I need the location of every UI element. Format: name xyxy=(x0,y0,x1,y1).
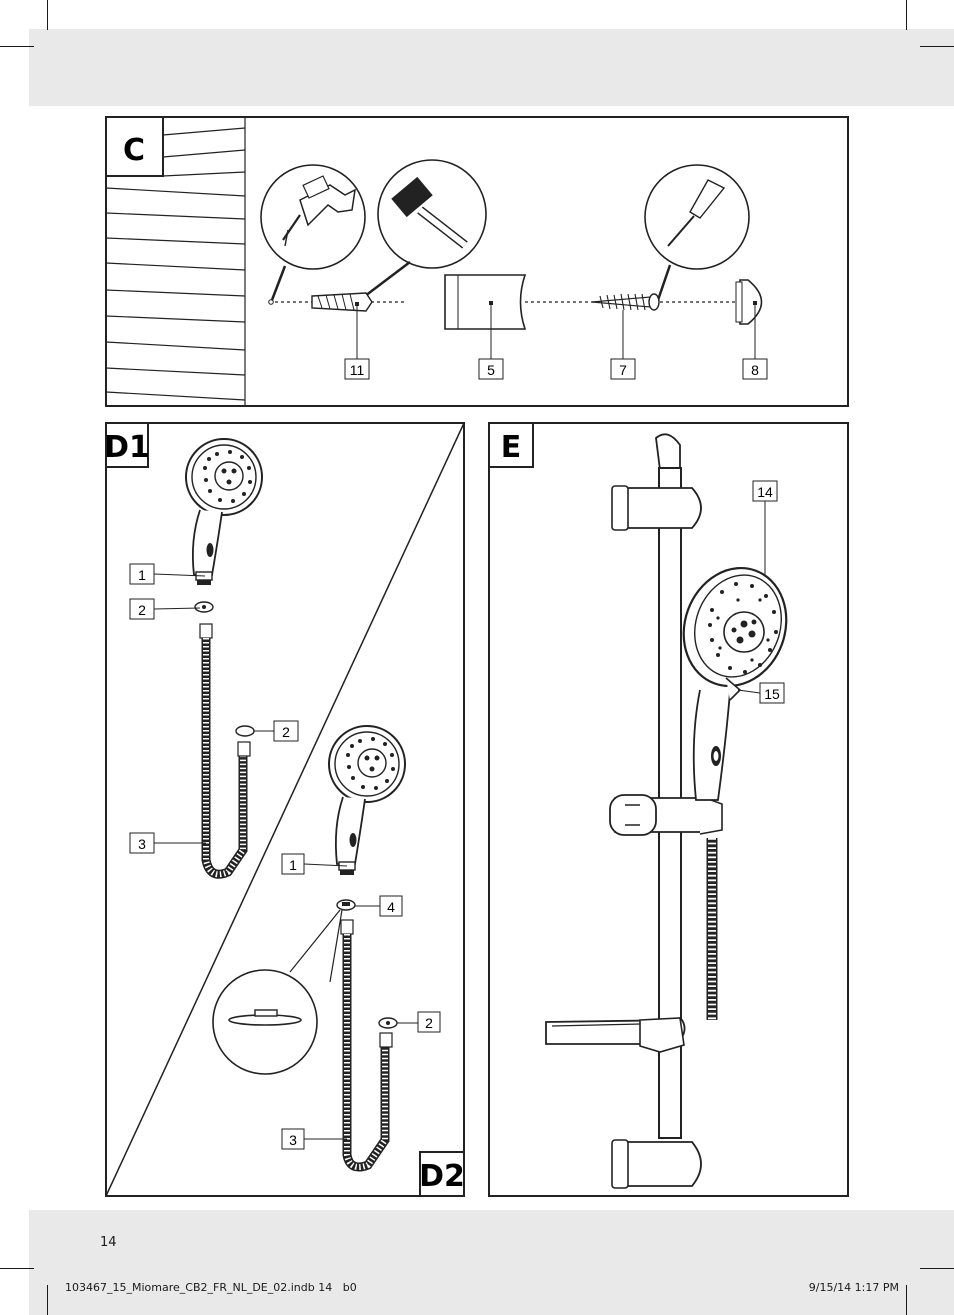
slider-holder xyxy=(609,794,723,836)
svg-text:14: 14 xyxy=(757,484,773,500)
screwdriver-icon xyxy=(644,164,750,301)
svg-text:2: 2 xyxy=(425,1015,433,1031)
slug-file-info: 103467_15_Miomare_CB2_FR_NL_DE_02.indb 1… xyxy=(65,1281,357,1294)
svg-text:3: 3 xyxy=(289,1132,297,1148)
crop-mark xyxy=(47,0,48,30)
label-box: 15 xyxy=(759,682,785,704)
label-box: 11 xyxy=(344,358,370,380)
crop-mark xyxy=(920,1268,954,1269)
hand-shower-d2 xyxy=(328,725,406,875)
bottom-gray-band xyxy=(29,1210,954,1315)
svg-text:4: 4 xyxy=(387,899,395,915)
crop-mark xyxy=(47,1285,48,1315)
panel-d1-letter: D1 xyxy=(104,430,150,465)
label-box: 2 xyxy=(417,1011,441,1033)
label-box: 8 xyxy=(742,358,768,380)
drill-icon xyxy=(260,164,366,301)
svg-text:5: 5 xyxy=(487,362,495,378)
page-number: 14 xyxy=(100,1235,117,1250)
label-box: 2 xyxy=(273,720,299,742)
hose-d1 xyxy=(199,623,251,879)
panel-c: C xyxy=(105,116,849,407)
svg-text:1: 1 xyxy=(289,857,297,873)
panel-e-letter: E xyxy=(501,430,522,465)
soap-dish xyxy=(545,1017,686,1053)
panel-d2-letter: D2 xyxy=(419,1159,465,1194)
label-box: 5 xyxy=(478,358,504,380)
svg-text:11: 11 xyxy=(350,362,365,378)
svg-text:2: 2 xyxy=(282,724,290,740)
svg-text:15: 15 xyxy=(764,686,780,702)
crop-mark xyxy=(920,46,954,47)
label-box: 1 xyxy=(129,563,155,585)
panel-d: D1 D2 xyxy=(104,422,465,1197)
label-box: 3 xyxy=(129,832,155,854)
label-box: 7 xyxy=(610,358,636,380)
label-box: 4 xyxy=(379,895,403,917)
hand-shower-e xyxy=(682,566,788,801)
svg-text:7: 7 xyxy=(619,362,627,378)
crop-mark xyxy=(906,0,907,30)
svg-text:8: 8 xyxy=(751,362,759,378)
slug-date: 9/15/14 1:17 PM xyxy=(808,1281,899,1294)
shower-rail xyxy=(611,433,702,1189)
label-box: 3 xyxy=(281,1128,305,1150)
crop-mark xyxy=(0,46,34,47)
hand-shower-d1 xyxy=(185,438,263,585)
slug-file: 103467_15_Miomare_CB2_FR_NL_DE_02.indb 1… xyxy=(65,1281,333,1294)
label-box: 14 xyxy=(752,480,778,502)
label-box: 1 xyxy=(281,853,305,875)
zoom-detail xyxy=(212,909,343,1075)
panel-c-letter: C xyxy=(123,133,145,168)
wall-plug xyxy=(311,292,373,360)
slug-b: b0 xyxy=(342,1281,357,1294)
hammer-icon xyxy=(364,159,487,297)
wall-holder xyxy=(444,274,527,360)
crop-mark xyxy=(906,1285,907,1315)
label-box: 2 xyxy=(129,598,155,620)
svg-text:3: 3 xyxy=(138,836,146,852)
top-gray-band xyxy=(29,29,954,106)
panel-e: E xyxy=(488,422,849,1197)
svg-text:1: 1 xyxy=(138,567,146,583)
crop-mark xyxy=(0,1268,34,1269)
svg-text:2: 2 xyxy=(138,602,146,618)
cover-cap xyxy=(735,279,763,360)
screw xyxy=(591,293,660,360)
hose-d2 xyxy=(340,919,393,1172)
